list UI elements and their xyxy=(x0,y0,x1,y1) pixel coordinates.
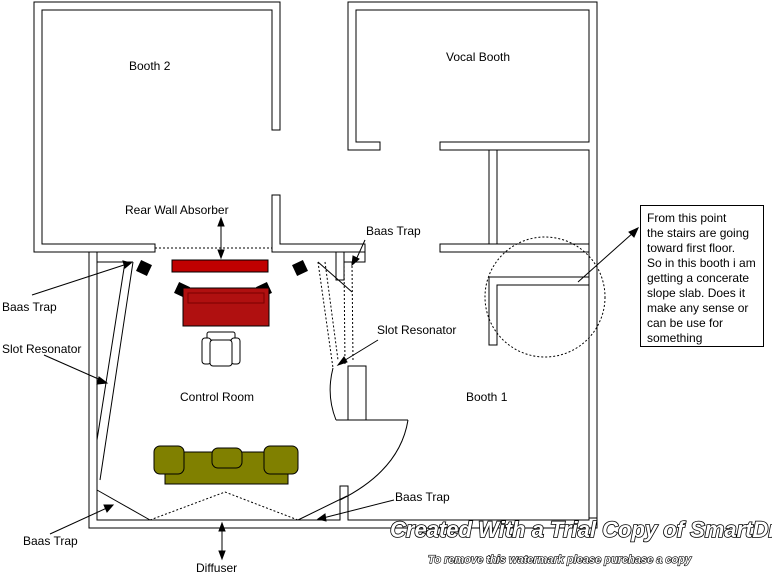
booth-2-walls xyxy=(33,1,366,253)
baas-trap-top-label: Baas Trap xyxy=(366,224,421,238)
baas-trap-bottom-right-label: Baas Trap xyxy=(395,490,450,504)
control-room-label: Control Room xyxy=(180,390,254,404)
slot-resonator-right-label: Slot Resonator xyxy=(377,323,456,337)
control-room-walls xyxy=(88,251,598,529)
watermark-title: Created With a Trial Copy of SmartDraw xyxy=(390,517,772,542)
note-line: make any sense or xyxy=(647,301,749,315)
vocal-booth-walls xyxy=(347,1,598,519)
vocal-booth-stub xyxy=(347,365,367,421)
door-swing xyxy=(336,419,409,501)
booth-2-label: Booth 2 xyxy=(129,59,171,73)
right-slot-resonator xyxy=(317,261,354,369)
chair-icon xyxy=(201,331,241,367)
right-bass-trap-line xyxy=(317,261,353,293)
diffuser-label: Diffuser xyxy=(196,561,237,575)
bottom-right-bass-trap xyxy=(297,495,348,521)
baas-trap-bottom-left-label: Baas Trap xyxy=(23,534,78,548)
booth-1-label: Booth 1 xyxy=(466,390,508,404)
note-line: From this point xyxy=(647,211,727,225)
note-box: From this point the stairs are going tow… xyxy=(640,205,764,347)
left-slot-resonator xyxy=(96,261,151,521)
note-line: slope slab. Does it xyxy=(647,286,746,300)
stair-walls xyxy=(439,149,590,346)
note-line: something xyxy=(647,331,703,345)
monitor-left-icon xyxy=(136,260,152,276)
annotation-arrows xyxy=(31,216,639,561)
mixing-desk xyxy=(182,287,270,327)
monitor-right-icon xyxy=(292,260,308,276)
baas-trap-left-label: Baas Trap xyxy=(2,300,57,314)
note-line: So in this booth i am xyxy=(647,256,756,270)
rear-wall-absorber-label: Rear Wall Absorber xyxy=(125,203,229,217)
note-line: can be use for xyxy=(647,316,724,330)
door-swing-2 xyxy=(329,367,337,421)
vocal-booth-label: Vocal Booth xyxy=(446,50,510,64)
note-line: the stairs are going xyxy=(647,226,750,240)
stair-circle xyxy=(484,236,606,358)
sofa-icon xyxy=(153,445,299,485)
rear-wall-absorber xyxy=(171,259,269,273)
watermark-subtitle: To remove this watermark please purchase… xyxy=(428,554,692,566)
slot-resonator-left-label: Slot Resonator xyxy=(2,342,81,356)
diffuser-shape xyxy=(149,491,299,521)
note-line: toward first floor. xyxy=(647,241,736,255)
desk-top-edge xyxy=(187,292,265,304)
note-line: getting a concerate xyxy=(647,271,750,285)
